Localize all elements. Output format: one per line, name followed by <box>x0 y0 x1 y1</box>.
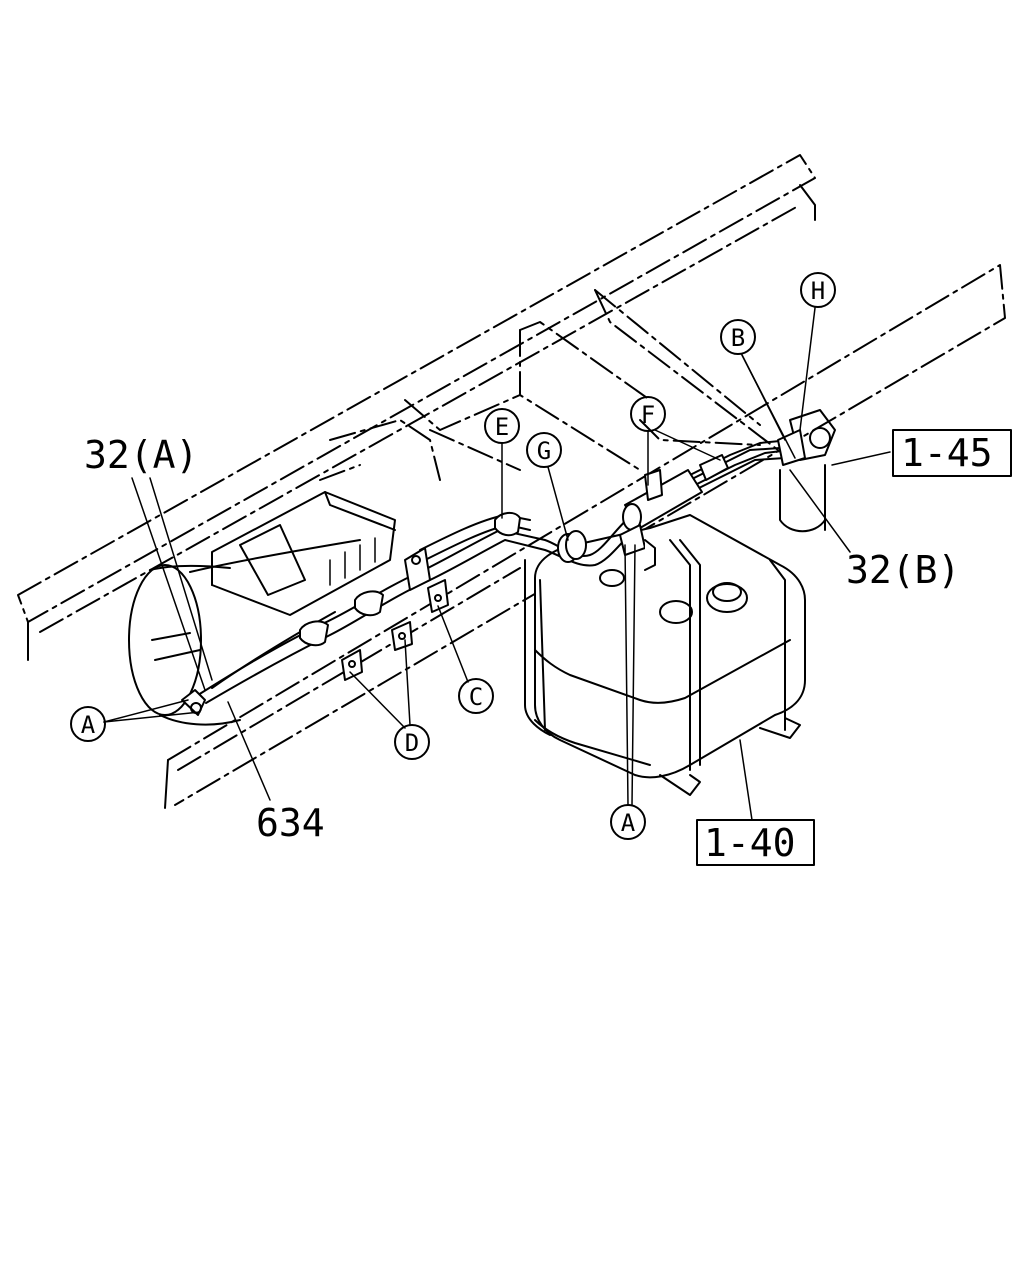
callout-d-label: D <box>405 729 419 757</box>
callout-f: F <box>630 396 666 432</box>
fuel-tank <box>524 514 806 796</box>
ref-box-1-45[interactable]: 1-45 <box>892 429 1012 477</box>
callout-a-right: A <box>610 804 646 840</box>
pipe-clips <box>181 429 806 716</box>
inline-strainer <box>622 454 729 531</box>
callout-f-label: F <box>641 401 655 429</box>
ref-box-1-40[interactable]: 1-40 <box>696 819 815 866</box>
callout-c: C <box>458 678 494 714</box>
frame-side-member <box>17 154 1006 809</box>
fuel-filter <box>779 409 836 533</box>
label-pipe-634: 634 <box>256 801 325 845</box>
engine-block <box>211 491 396 616</box>
callout-b: B <box>720 319 756 355</box>
callout-a-right-label: A <box>621 809 636 837</box>
callout-h-label: H <box>811 277 825 305</box>
frame-cross-member <box>404 289 779 471</box>
callout-a-left-label: A <box>81 711 96 739</box>
ref-box-1-45-label: 1-45 <box>901 431 993 475</box>
label-pipe-32a: 32(A) <box>84 433 198 477</box>
leader-lines <box>103 307 891 821</box>
callout-c-label: C <box>469 683 483 711</box>
callout-g-label: G <box>537 437 551 465</box>
ref-box-1-40-label: 1-40 <box>704 821 796 865</box>
callout-e: E <box>484 408 520 444</box>
callout-a-left: A <box>70 706 106 742</box>
label-pipe-32b: 32(B) <box>846 548 960 592</box>
callout-d: D <box>394 724 430 760</box>
callout-b-label: B <box>731 324 745 352</box>
callout-g: G <box>526 432 562 468</box>
callout-h: H <box>800 272 836 308</box>
callout-e-label: E <box>495 413 509 441</box>
